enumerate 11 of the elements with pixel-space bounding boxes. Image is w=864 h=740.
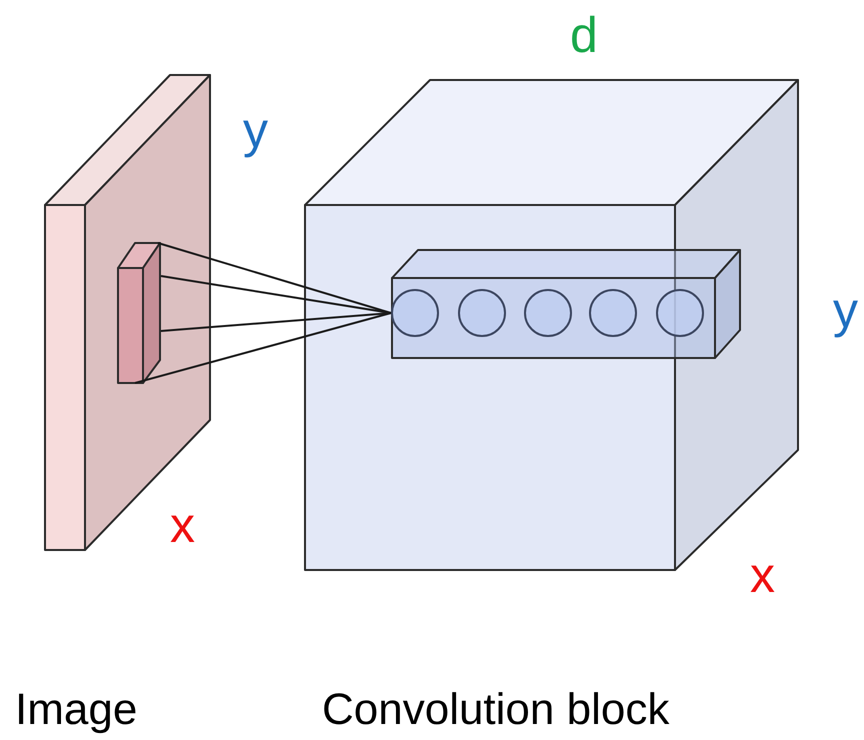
dimension-label: x — [170, 500, 195, 550]
dimension-label: y — [833, 285, 858, 335]
dimension-label: y — [243, 105, 268, 155]
dimension-label: d — [570, 10, 598, 60]
dimension-label: x — [750, 550, 775, 600]
node-label: Convolution block — [322, 688, 670, 732]
node-label: Image — [15, 688, 138, 732]
connector-line — [160, 275, 392, 314]
connector-line — [134, 312, 392, 384]
connector-line — [158, 242, 392, 314]
connector-line — [160, 312, 392, 332]
